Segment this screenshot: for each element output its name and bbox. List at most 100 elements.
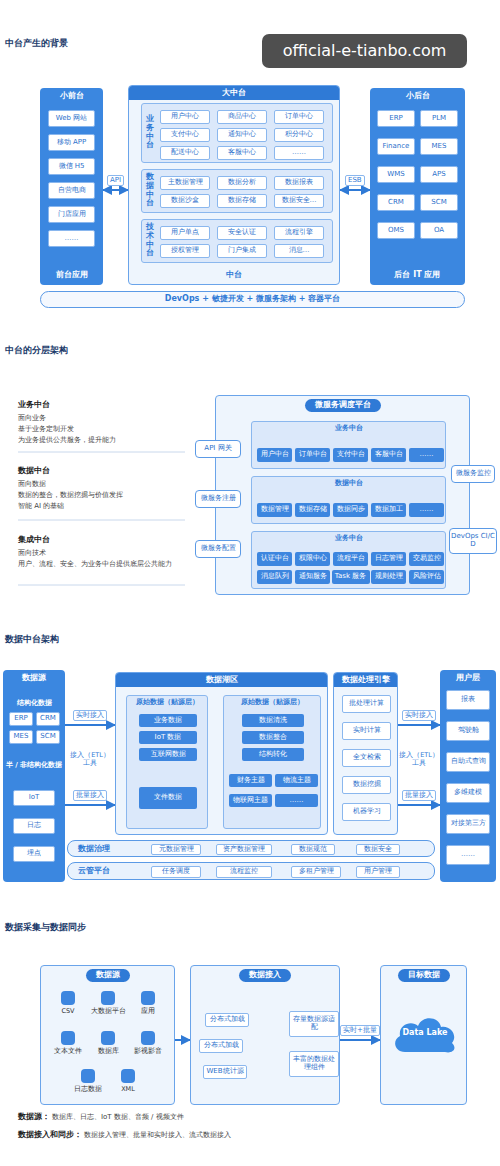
box-label: 用户管理 — [364, 868, 392, 876]
box-label: 订单中台 — [299, 451, 327, 459]
box-label: 日志管理 — [375, 555, 403, 563]
source-item: 应用 — [129, 989, 167, 1023]
panel: 数据接入分布式加载分布式加载WEB统计源存量数据源适配丰富的数据处理组件 — [190, 965, 340, 1105]
note-text: 面向技术 — [18, 549, 46, 557]
item-box: SCM — [420, 194, 458, 211]
note-text: 数据接入管理、批量和实时接入、流式数据接入 — [84, 1131, 231, 1139]
item-box: 数据报表 — [274, 176, 324, 190]
separator-line — [18, 585, 185, 586]
connector-label: 实时接入 — [73, 710, 107, 721]
item-box: 交易监控 — [409, 552, 444, 566]
box-heading: 目标数据 — [398, 969, 450, 982]
box-label: CRM — [40, 715, 56, 723]
item-box: 订单中心 — [274, 110, 324, 124]
box-heading: 云管平台 — [78, 867, 110, 876]
box-label: 消息… — [289, 247, 310, 255]
box-label: 用户中台 — [261, 451, 289, 459]
box-heading: 技术中台 — [146, 223, 154, 258]
box-label: 数据加工 — [375, 506, 403, 514]
item-box: 微信 H5 — [48, 158, 95, 175]
panel: 数据源CSV大数据平台应用文本文件数据库影视影音日志数据XML — [40, 965, 175, 1105]
connector-label: ESB — [345, 175, 365, 186]
group-box: 数据中台数据管理数据存储数据同步数据加工…… — [251, 476, 446, 524]
item-box: MES — [9, 730, 33, 744]
box-label: 数据分析 — [228, 179, 256, 187]
item-box: 支付中台 — [333, 448, 368, 462]
item-box: OMS — [377, 222, 415, 239]
watermark: official-e-tianbo.com — [262, 34, 467, 68]
box-label: …… — [292, 149, 306, 157]
group-box: 数据中台主数据管理数据分析数据报表数据沙盒数据存储数据安全… — [141, 169, 333, 213]
source-item: XML — [109, 1067, 147, 1101]
box-label: DevOps CI/CD — [450, 533, 496, 548]
item-box: 多维建模 — [446, 783, 490, 803]
box-heading: 小后台 — [370, 92, 465, 101]
box-label: 授权管理 — [171, 247, 199, 255]
box-label: 实时计算 — [353, 727, 381, 735]
box-label: 用户单点 — [171, 229, 199, 237]
note-text: 面向业务 — [18, 414, 46, 422]
box-label: 数据整合 — [259, 734, 287, 742]
note-text: 基于业务定制开发 — [18, 425, 74, 433]
box-label: 物流主题 — [283, 777, 311, 785]
box-label: 数据挖掘 — [353, 781, 381, 789]
source-item: 大数据平台 — [88, 989, 129, 1023]
source-icon — [101, 1031, 115, 1045]
item-box: 存量数据源适配 — [289, 1011, 339, 1037]
box-label: 订单中心 — [285, 113, 313, 121]
box-label: 门户集成 — [228, 247, 256, 255]
band: 云管平台任务调度流程监控多租户管理用户管理 — [67, 862, 435, 880]
box-footer: 前台应用 — [40, 271, 103, 280]
source-icon — [101, 991, 115, 1005]
item-box: 客服中台 — [371, 448, 406, 462]
source-item: 日志数据 — [69, 1067, 107, 1101]
box-label: 业务数据 — [154, 717, 182, 725]
box-label: 自助式查询 — [451, 758, 486, 766]
connector-label: API — [107, 175, 124, 186]
box-label: 客服中心 — [228, 149, 256, 157]
note-text: 集成中台 — [18, 535, 50, 545]
item-box: 数据管理 — [257, 503, 292, 517]
item-box: 丰富的数据处理组件 — [289, 1051, 339, 1077]
item-box: 消息… — [274, 244, 324, 258]
note-text: 数据源： — [18, 1112, 50, 1122]
item-box: …… — [409, 448, 444, 462]
box-label: …… — [461, 851, 475, 859]
box-label: 数据报表 — [285, 179, 313, 187]
connector-label: 批量接入 — [402, 790, 436, 801]
item-box: CRM — [377, 194, 415, 211]
panel: 大中台中台业务中台用户中心商品中心订单中心支付中心通知中心积分中心配送中心客服中… — [128, 85, 340, 285]
box-label: 安全认证 — [228, 229, 256, 237]
service-box: 微服务监控 — [451, 465, 495, 483]
box-heading: 数据接入 — [239, 969, 291, 982]
item-box: ERP — [377, 110, 415, 127]
item-box: 用户单点 — [160, 226, 210, 240]
box-label: PLM — [432, 115, 446, 123]
item-box: OA — [420, 222, 458, 239]
box-heading: 大中台 — [129, 86, 339, 100]
item-box: 报表 — [446, 690, 490, 710]
box-label: 支付中心 — [171, 131, 199, 139]
item-box: 全文检索 — [342, 749, 391, 767]
source-icon — [121, 1069, 135, 1083]
section-title: 数据采集与数据同步 — [5, 922, 86, 933]
box-heading: 原始数据（贴源层） — [127, 699, 207, 707]
box-label: Web 网站 — [56, 115, 88, 123]
note-text: 为业务提供公共服务，提升能力 — [18, 436, 116, 444]
item-box: 商品中心 — [217, 110, 267, 124]
box-label: MES — [432, 143, 447, 151]
item-box: 业务数据 — [139, 714, 197, 727]
panel: 数据处理引擎批处理计算实时计算全文检索数据挖掘机器学习 — [333, 672, 398, 835]
box-label: 数据同步 — [337, 506, 365, 514]
box-label: SCM — [431, 199, 446, 207]
item-box: …… — [48, 230, 95, 247]
box-label: 大数据平台 — [91, 1008, 126, 1015]
item-box: …… — [409, 503, 444, 517]
separator-line — [18, 520, 185, 521]
box-heading: 小前台 — [40, 92, 103, 101]
item-box: 数据加工 — [371, 503, 406, 517]
box-label: 主数据管理 — [168, 179, 203, 187]
box-label: 埋点 — [27, 850, 41, 858]
box-heading: 数据治理 — [78, 844, 110, 853]
box-label: 影视影音 — [134, 1048, 162, 1055]
